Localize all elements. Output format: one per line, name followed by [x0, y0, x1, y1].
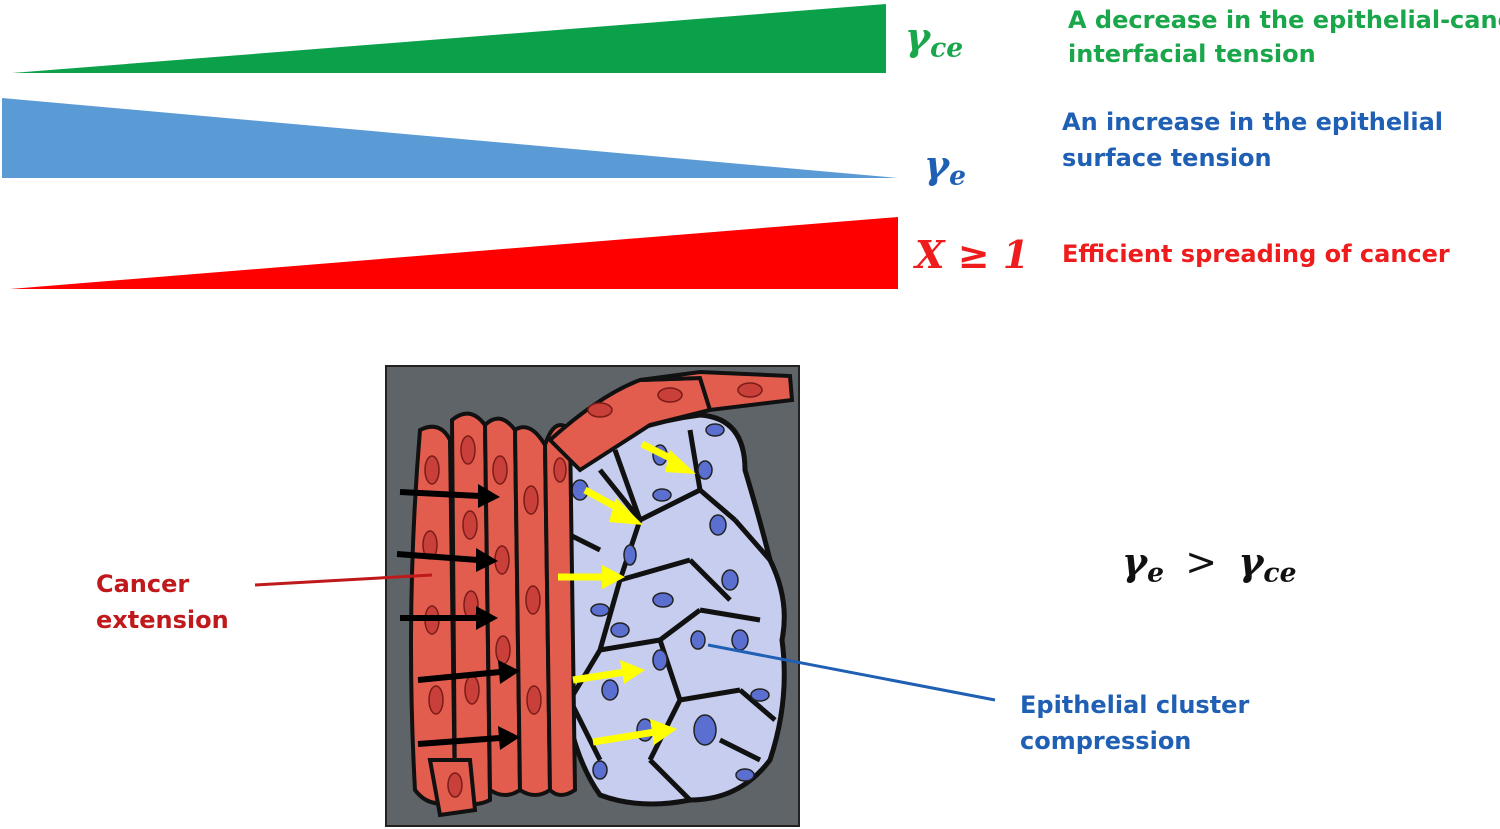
- gamma-ce-label-line2: interfacial tension: [1068, 40, 1316, 68]
- cancer-push-arrows: [396, 484, 520, 750]
- gamma-ce-label-line1: A decrease in the epithelial-cancer: [1068, 6, 1500, 34]
- epithelial-compression-label-line1: Epithelial cluster: [1020, 691, 1250, 719]
- tissue-panel: [385, 365, 800, 827]
- epithelial-cluster: [540, 412, 787, 807]
- x-condition-label: Efficient spreading of cancer: [1062, 240, 1450, 268]
- x-wedge: [10, 217, 898, 289]
- epithelial-callout-line: [707, 643, 996, 702]
- epithelial-compression-arrows: [558, 440, 696, 746]
- epithelial-compression-label-line2: compression: [1020, 727, 1192, 755]
- cancer-extension-label-line2: extension: [96, 606, 229, 634]
- gamma-e-symbol: γe: [924, 142, 967, 192]
- cancer-callout-line: [254, 573, 433, 587]
- gamma-e-label-line1: An increase in the epithelial: [1062, 108, 1444, 136]
- cancer-extension-label-line1: Cancer: [96, 570, 190, 598]
- x-condition-symbol: X ≥ 1: [915, 232, 1030, 277]
- tension-inequality: γe > γce: [1122, 539, 1297, 589]
- gamma-ce-wedge: [12, 4, 886, 73]
- gamma-ce-symbol: γce: [905, 14, 964, 64]
- gamma-e-wedge: [2, 98, 898, 178]
- gamma-e-label-line2: surface tension: [1062, 144, 1272, 172]
